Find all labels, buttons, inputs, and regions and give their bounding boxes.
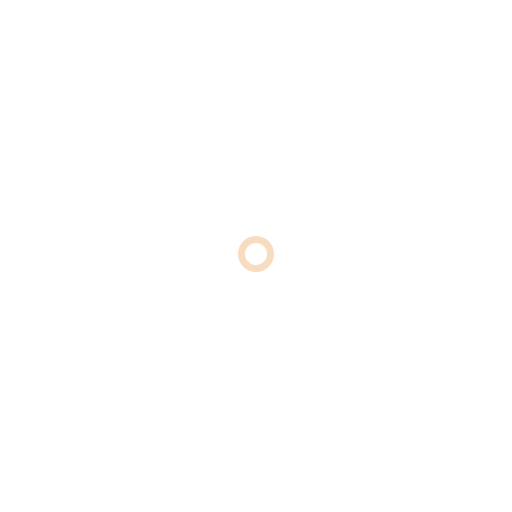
loading-spinner-icon — [236, 234, 276, 274]
spinner-ring — [238, 236, 274, 272]
